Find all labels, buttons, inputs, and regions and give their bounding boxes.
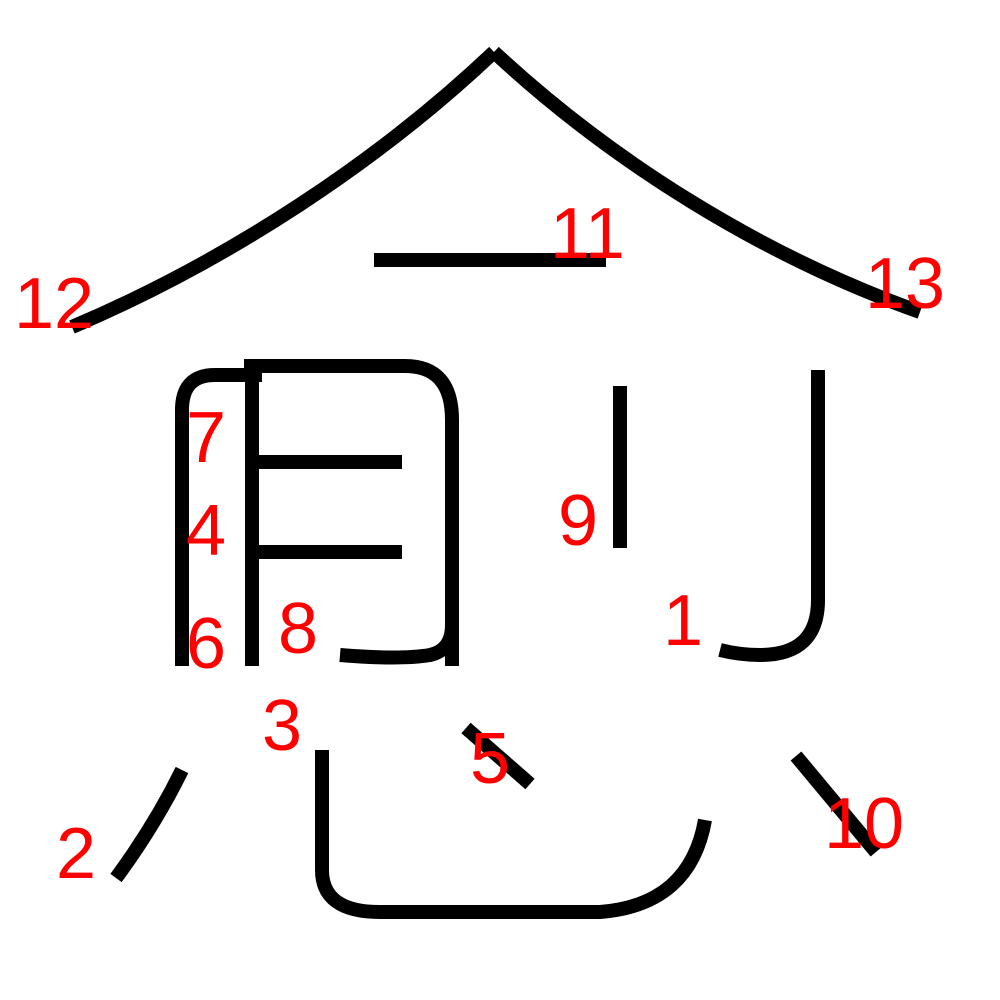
stroke-label-1: 1 — [663, 581, 703, 661]
stroke-path-8b — [339, 624, 459, 665]
stroke-label-6: 6 — [186, 604, 226, 684]
stroke-path-5 — [461, 722, 535, 790]
stroke-label-12: 12 — [14, 264, 94, 344]
stroke-label-13: 13 — [865, 244, 945, 324]
stroke-label-2: 2 — [56, 814, 96, 894]
stroke-label-10: 10 — [824, 784, 904, 864]
stroke-path-12 — [69, 46, 499, 334]
stroke-label-11: 11 — [550, 194, 625, 274]
stroke-path-6 — [175, 368, 262, 666]
stroke-path-3 — [315, 750, 712, 919]
stroke-path-10 — [790, 751, 882, 857]
stroke-label-5: 5 — [470, 719, 510, 799]
stroke-label-3: 3 — [262, 686, 302, 766]
stroke-path-1 — [718, 370, 825, 663]
stroke-path-8 — [244, 359, 459, 666]
stroke-label-8: 8 — [278, 589, 318, 669]
stroke-label-7: 7 — [186, 398, 226, 478]
character-strokes — [69, 46, 923, 919]
stroke-path-2 — [110, 766, 189, 883]
stroke-label-4: 4 — [186, 491, 226, 571]
stroke-path-13 — [489, 46, 923, 319]
stroke-order-labels: 1 2 3 4 5 6 7 8 9 10 11 12 13 — [14, 194, 945, 894]
stroke-label-9: 9 — [558, 481, 598, 561]
